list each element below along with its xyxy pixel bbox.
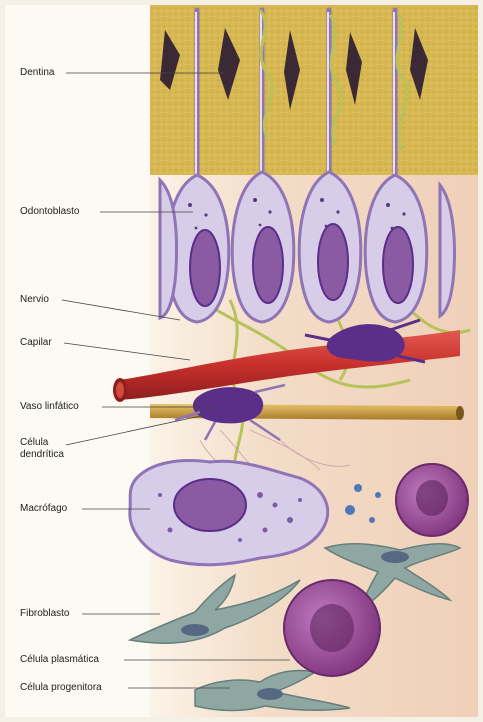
label-vaso-linfatico: Vaso linfático	[20, 401, 79, 413]
plasma-cell-lower	[284, 580, 380, 676]
macrophage	[130, 461, 328, 565]
label-nervio: Nervio	[20, 294, 49, 306]
label-celula-dendritica-1: Célula	[20, 437, 48, 449]
label-odontoblasto: Odontoblasto	[20, 206, 80, 218]
label-celula-plasmatica: Célula plasmática	[20, 654, 99, 666]
label-macrofago: Macrófago	[20, 503, 67, 515]
label-dentina: Dentina	[20, 67, 54, 79]
dentin-shadow	[150, 0, 483, 175]
plasma-cell-upper	[396, 464, 468, 536]
label-celula-progenitora: Célula progenitora	[20, 682, 102, 694]
label-celula-dendritica-2: dendrítica	[20, 449, 64, 461]
label-fibroblasto: Fibroblasto	[20, 608, 69, 620]
label-capilar: Capilar	[20, 337, 52, 349]
